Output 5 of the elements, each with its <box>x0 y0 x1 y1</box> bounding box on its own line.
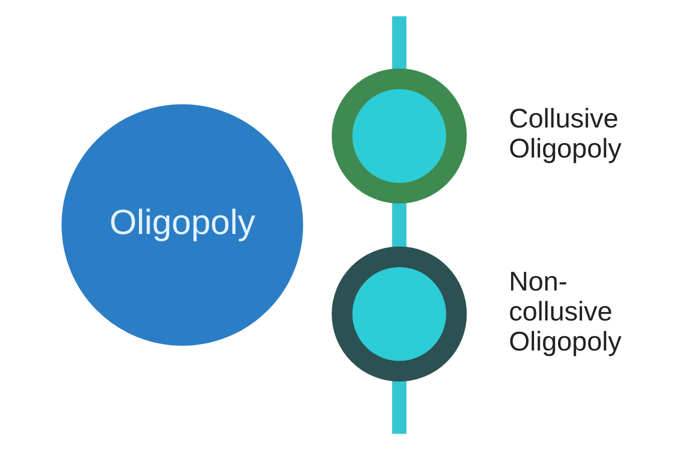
node-circle <box>332 68 467 204</box>
node-circle <box>332 246 467 382</box>
node-label: Non-collusive Oligopoly <box>508 266 622 357</box>
node-circle: Oligopoly <box>62 104 304 346</box>
node-label: Collusive Oligopoly <box>508 103 622 164</box>
